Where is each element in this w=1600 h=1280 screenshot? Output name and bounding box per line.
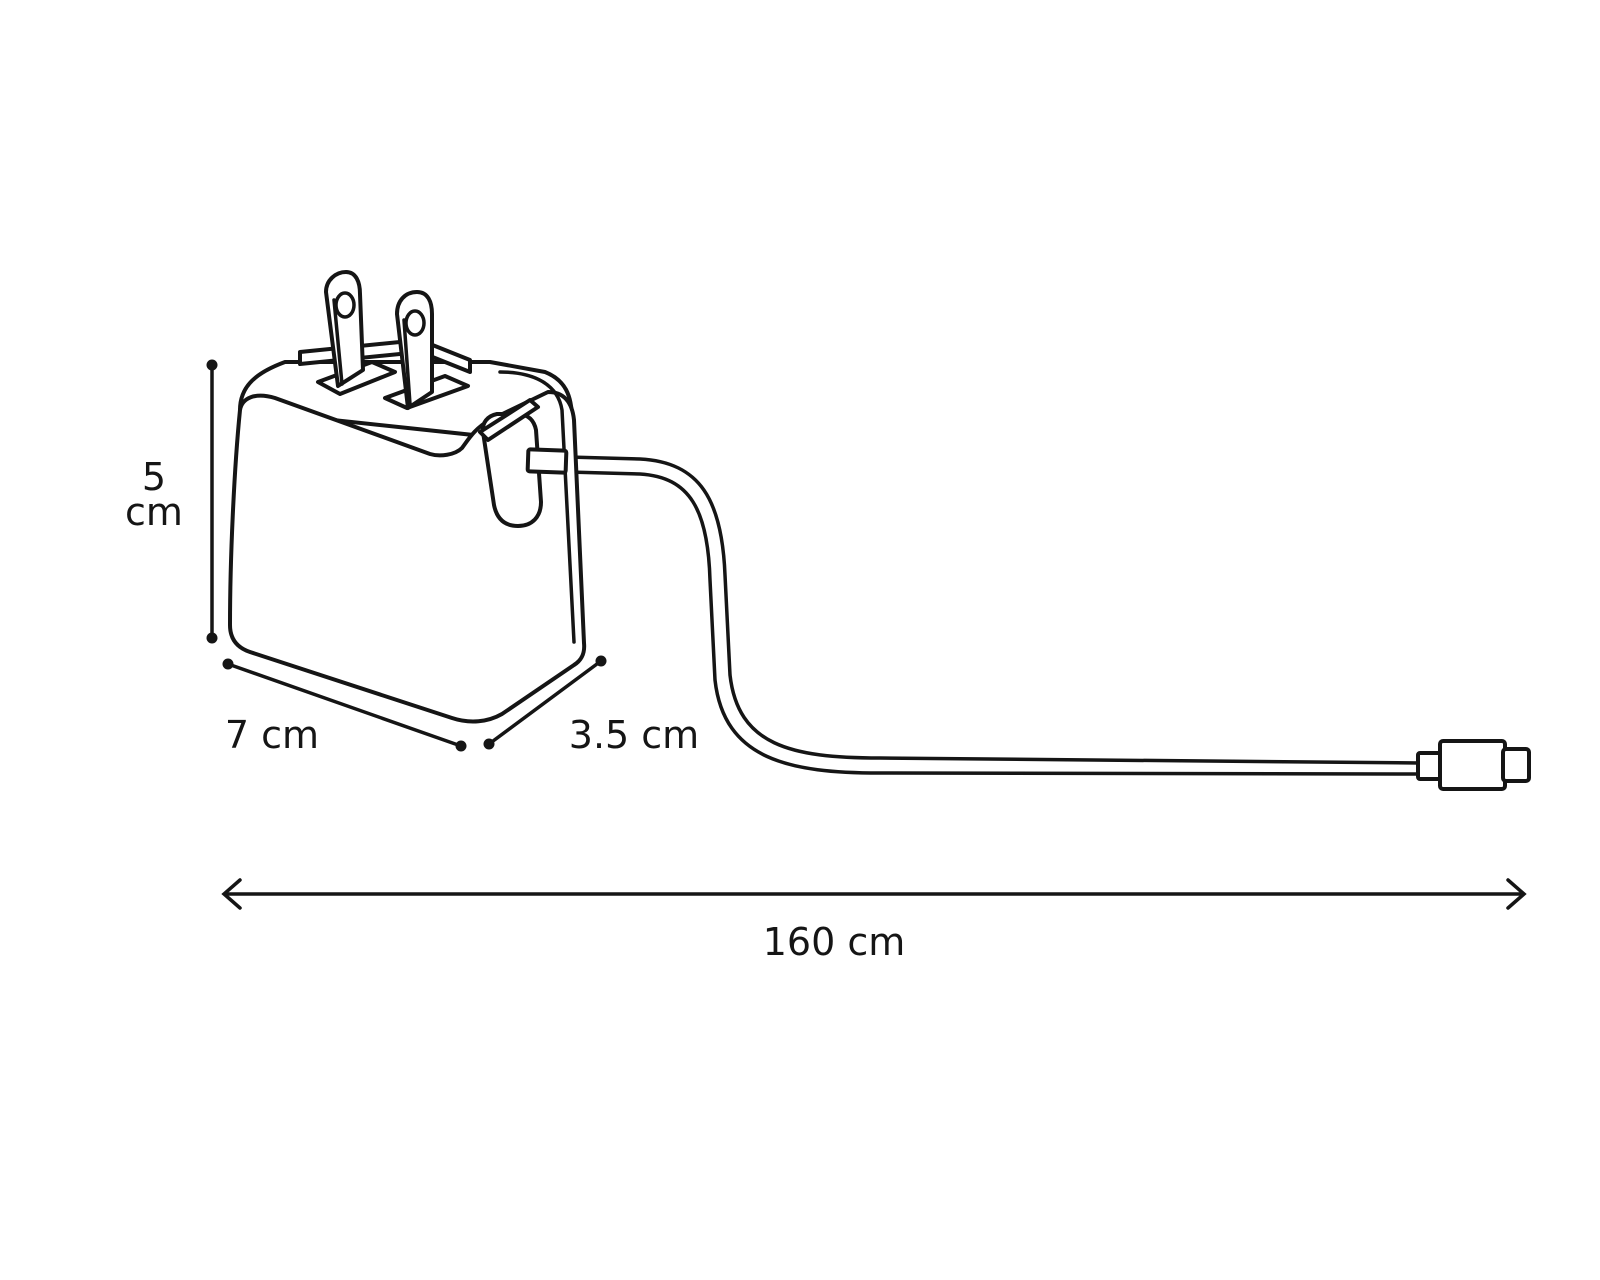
width-dimension: 7 cm [222,658,467,757]
height-label-unit: cm [125,490,183,534]
plug-prongs-icon [298,270,472,410]
usb-c-connector-icon [1416,739,1531,791]
height-dimension: 5 cm [125,359,218,644]
cable-length-label: 160 cm [763,920,906,964]
depth-dimension: 3.5 cm [483,655,699,757]
height-label-value: 5 [142,455,166,499]
arrow-left-icon [221,878,242,910]
charger-body [228,360,587,724]
width-label: 7 cm [225,713,319,757]
cable-length-dimension: 160 cm [221,878,1527,964]
cable [566,455,1422,776]
arrow-right-icon [1506,878,1527,910]
depth-label: 3.5 cm [569,713,699,757]
